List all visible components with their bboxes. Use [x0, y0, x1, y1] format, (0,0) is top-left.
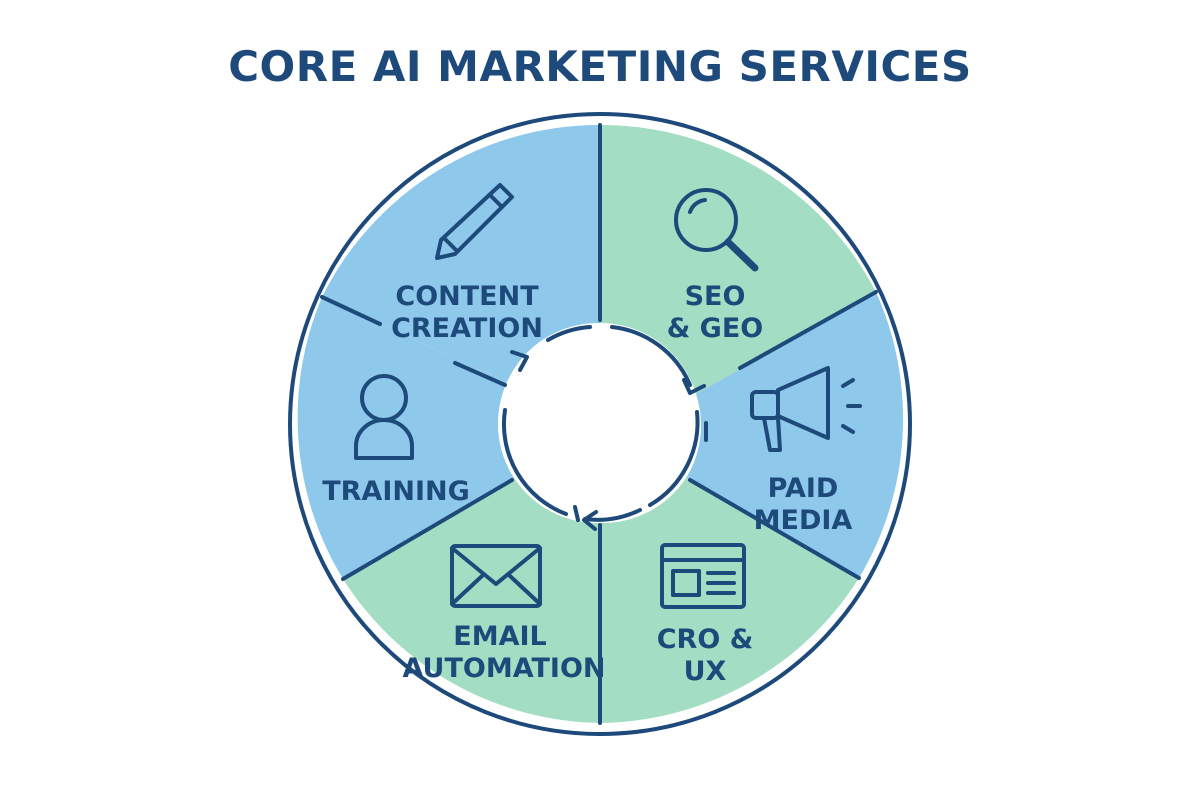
- pencil-icon: [435, 183, 514, 260]
- divider: [738, 290, 878, 370]
- cycle-arc: [546, 325, 592, 342]
- svg-text:EMAIL: EMAIL: [453, 621, 546, 652]
- segment-labels: CONTENT CREATION SEO & GEO PAID MEDIA CR…: [322, 281, 852, 687]
- cycle-arrow-line: [453, 361, 507, 387]
- svg-text:MEDIA: MEDIA: [754, 505, 853, 536]
- megaphone-icon: [750, 366, 862, 452]
- magnifier-icon: [674, 188, 759, 272]
- cycle-arc: [583, 508, 642, 522]
- divider: [341, 478, 514, 581]
- svg-text:TRAINING: TRAINING: [322, 476, 470, 507]
- segment-content-creation: [322, 124, 600, 383]
- diagram-title: CORE AI MARKETING SERVICES: [228, 42, 972, 91]
- svg-text:PAID: PAID: [768, 473, 839, 504]
- cycle-arc: [501, 408, 568, 516]
- wheel-outline: [288, 112, 912, 736]
- arrow-head: [573, 505, 580, 522]
- hub-circle: [502, 325, 698, 521]
- outer-ring: [288, 112, 912, 736]
- label-paid-media-line1: PAID: [768, 473, 839, 504]
- segment-cro-ux: [600, 478, 859, 723]
- person-icon: [354, 374, 414, 460]
- svg-text:CRO &: CRO &: [657, 624, 754, 655]
- label-seo-line1: SEO: [685, 281, 746, 312]
- label-cro-ux-line2: UX: [684, 656, 727, 687]
- label-content-creation-line2: CREATION: [391, 313, 543, 344]
- arrow-head: [682, 378, 706, 395]
- divider: [688, 478, 861, 580]
- label-cro-ux-line1: CRO &: [657, 624, 754, 655]
- svg-text:& GEO: & GEO: [667, 313, 764, 344]
- cycle-hub: [453, 325, 708, 531]
- arrow-head: [582, 510, 598, 531]
- segment-paid-media: [686, 292, 904, 578]
- segment-email-automation: [343, 478, 600, 723]
- svg-text:SEO: SEO: [685, 281, 746, 312]
- label-email-automation-line2: AUTOMATION: [402, 653, 605, 684]
- divider: [320, 295, 382, 326]
- arrow-head: [510, 350, 529, 372]
- wheel-segments: [297, 124, 904, 723]
- cycle-arc: [610, 325, 692, 387]
- label-paid-media-line2: MEDIA: [754, 505, 853, 536]
- label-content-creation-line1: CONTENT: [395, 281, 539, 312]
- envelope-icon: [450, 544, 542, 608]
- svg-text:CONTENT: CONTENT: [395, 281, 539, 312]
- segment-seo-geo: [600, 124, 876, 394]
- label-email-automation-line1: EMAIL: [453, 621, 546, 652]
- webpage-icon: [660, 543, 746, 609]
- label-training: TRAINING: [322, 476, 470, 507]
- svg-text:CREATION: CREATION: [391, 313, 543, 344]
- label-seo-line2: & GEO: [667, 313, 764, 344]
- svg-text:UX: UX: [684, 656, 727, 687]
- cycle-arc: [648, 410, 700, 507]
- svg-text:AUTOMATION: AUTOMATION: [402, 653, 605, 684]
